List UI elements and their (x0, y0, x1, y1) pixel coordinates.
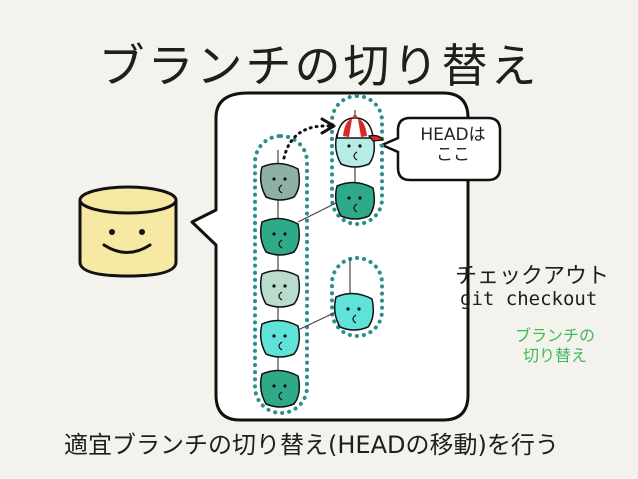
commit-master-3 (259, 269, 301, 308)
checkout-sublabel-line1: ブランチの (514, 326, 595, 345)
red-cap-icon (336, 115, 385, 142)
head-move-arrow (282, 124, 332, 160)
commit-master-1 (259, 162, 301, 201)
head-label-line2: ここ (436, 145, 470, 165)
head-label: HEADは ここ (408, 125, 498, 165)
branch-outline-topic-b (330, 256, 384, 338)
commit-master-4 (259, 319, 301, 358)
commit-master-2 (259, 217, 301, 256)
branch-outline-master (253, 134, 309, 415)
head-label-bubble (378, 116, 502, 182)
checkout-label: チェックアウト (455, 264, 610, 289)
page-title: ブランチの切り替え (98, 39, 540, 93)
checkout-sublabel: ブランチの 切り替え (490, 326, 620, 366)
checkout-sublabel-line2: 切り替え (522, 346, 587, 365)
commit-topic-b-1 (333, 292, 375, 331)
checkout-command: git checkout (460, 288, 598, 310)
head-label-line1: HEADは (420, 125, 486, 145)
branch-outline-topic-a (330, 94, 384, 226)
commit-master-5 (259, 369, 301, 408)
commit-topic-a-2 (334, 181, 376, 220)
repository-icon (78, 185, 178, 278)
caption: 適宜ブランチの切り替え(HEADの移動)を行う (64, 431, 559, 459)
